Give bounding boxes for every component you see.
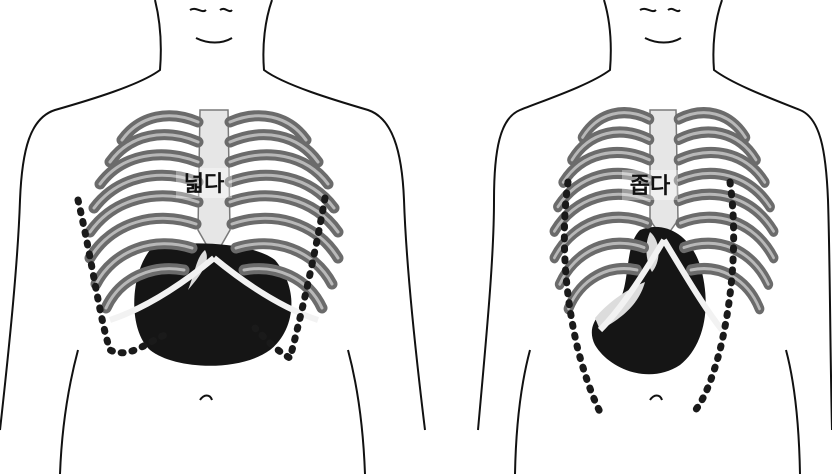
figure-narrow: 좁다 [478, 0, 832, 474]
figure-wide: 넓다 [0, 0, 425, 474]
label-narrow: 좁다 [630, 174, 671, 199]
label-wide: 넓다 [184, 172, 225, 197]
